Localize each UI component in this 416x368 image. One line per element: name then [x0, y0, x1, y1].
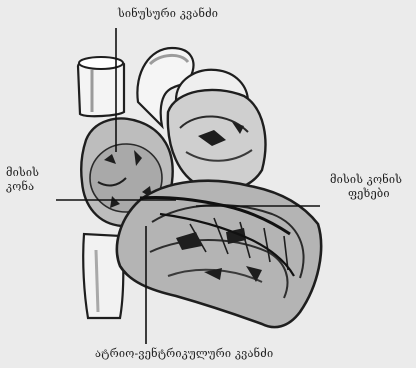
- label-bundle-line2: კონა: [6, 180, 39, 194]
- label-branches-line1: მისის კონის: [330, 173, 402, 187]
- ventricles: [117, 181, 321, 327]
- label-branches-line2: ფეხები: [330, 187, 402, 201]
- label-sinus-node: სინუსური კვანძი: [118, 7, 218, 21]
- label-bundle-line1: მისის: [6, 166, 39, 180]
- label-av-node: ატრიო-ვენტრიკულური კვანძი: [95, 347, 273, 361]
- label-bundle-branches: მისის კონის ფეხები: [330, 173, 402, 201]
- label-bundle-of-his: მისის კონა: [6, 166, 39, 194]
